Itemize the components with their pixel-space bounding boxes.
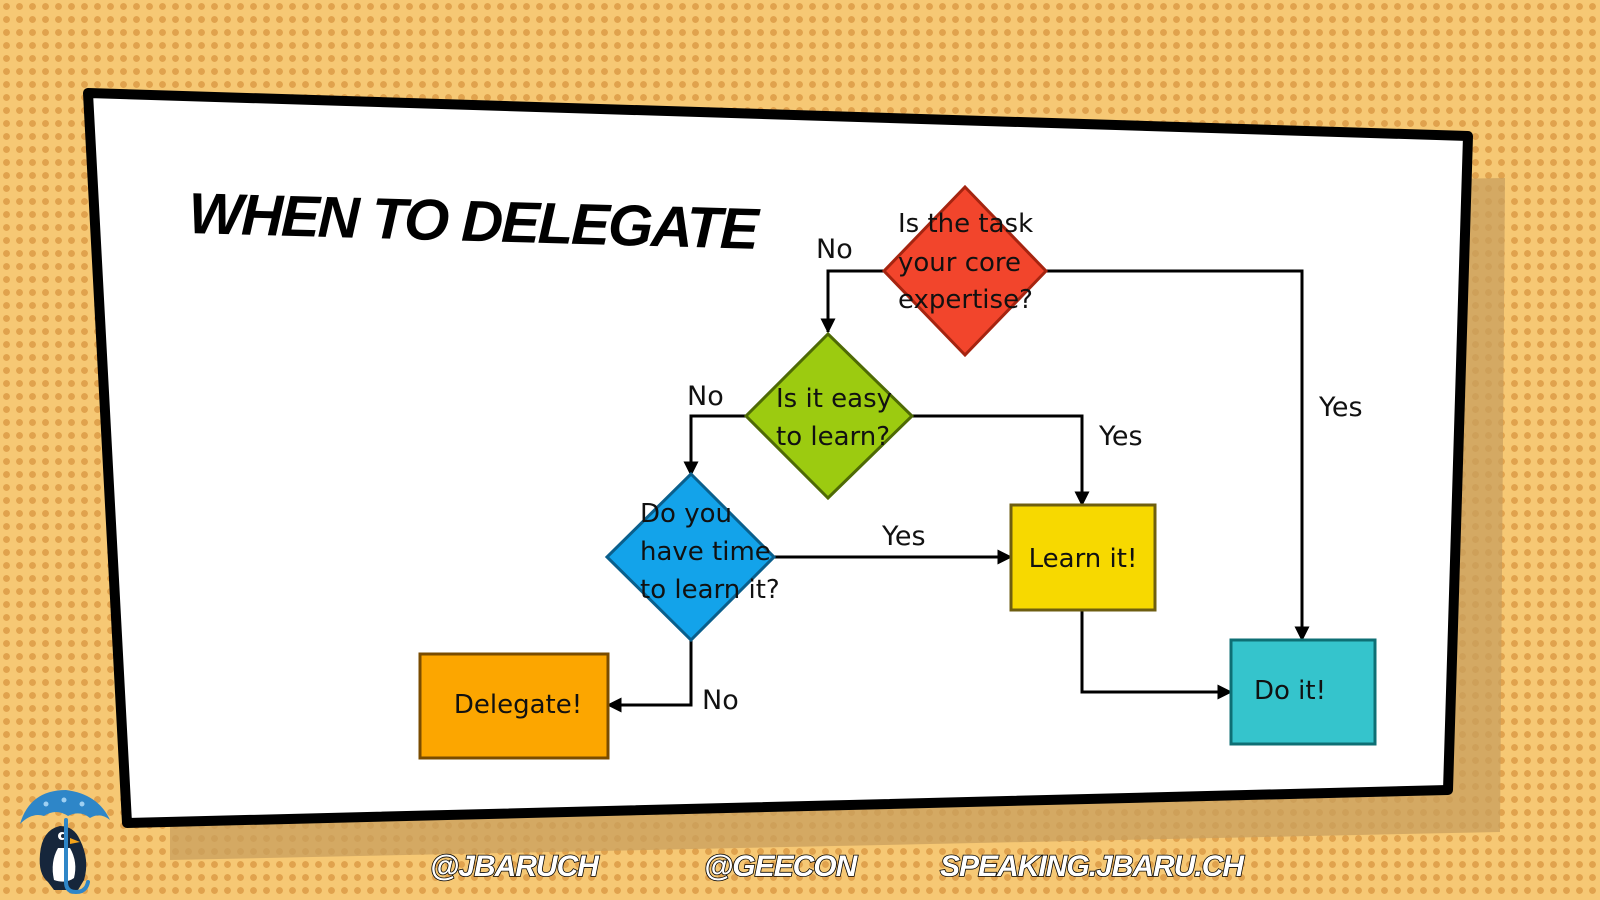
decision-core-line-2: your core: [898, 248, 1021, 278]
edge-label-core-yes: Yes: [1318, 392, 1363, 423]
edge-label-time-yes: Yes: [881, 521, 926, 552]
decision-time-line-3: to learn it?: [640, 575, 780, 605]
decision-easy-line-1: Is it easy: [776, 384, 892, 414]
decision-time-shape: [604, 471, 777, 643]
decision-time-line-1: Do you: [640, 499, 732, 529]
decision-core-shape: [881, 184, 1049, 358]
edge-core-yes: [1046, 269, 1310, 642]
process-delegate-label: Delegate!: [454, 690, 582, 720]
edge-label-easy-yes: Yes: [1098, 421, 1143, 452]
edge-easy-yes: [912, 414, 1090, 507]
edge-label-core-no: No: [816, 234, 853, 265]
flowchart-edges: [606, 269, 1310, 713]
footer-conference-handle[interactable]: @GEECON: [703, 849, 860, 884]
decision-core-line-3: expertise?: [898, 285, 1033, 315]
decision-core-expertise: Is the task your core expertise?: [881, 184, 1049, 358]
decision-time-to-learn: Do you have time to learn it?: [604, 471, 780, 643]
edge-easy-no: [683, 414, 746, 477]
footer-website-link[interactable]: SPEAKING.JBARU.CH: [939, 849, 1247, 884]
edge-label-easy-no: No: [687, 381, 724, 412]
decision-easy-line-2: to learn?: [776, 422, 890, 452]
decision-easy-shape: [743, 331, 915, 501]
process-delegate-shape: [418, 652, 610, 760]
process-learn-shape: [1009, 503, 1157, 612]
edge-label-time-no: No: [702, 685, 739, 716]
slide-card: [83, 88, 1473, 828]
process-learn-label: Learn it!: [1029, 544, 1138, 574]
decision-core-line-1: Is the task: [898, 209, 1033, 239]
decision-time-line-2: have time: [640, 537, 771, 567]
process-do-label: Do it!: [1254, 676, 1326, 706]
slide-title: WHEN TO DELEGATE: [188, 181, 762, 262]
footer: @JBARUCH @GEECON SPEAKING.JBARU.CH: [429, 849, 1247, 884]
flowchart-edge-labels: No Yes No Yes Yes No: [687, 234, 1363, 716]
process-do-it: Do it!: [1229, 638, 1377, 746]
process-learn-it: Learn it!: [1009, 503, 1157, 612]
footer-twitter-handle[interactable]: @JBARUCH: [429, 849, 602, 884]
process-delegate: Delegate!: [418, 652, 610, 760]
edge-learn-do: [1080, 610, 1233, 700]
penguin-umbrella-icon: [20, 790, 110, 895]
edge-time-no: [606, 640, 693, 713]
edge-core-no: [820, 269, 884, 334]
umbrella-handle: [64, 818, 90, 895]
umbrella-canopy: [20, 790, 110, 824]
process-do-shape: [1229, 638, 1377, 746]
decision-easy-to-learn: Is it easy to learn?: [743, 331, 915, 501]
